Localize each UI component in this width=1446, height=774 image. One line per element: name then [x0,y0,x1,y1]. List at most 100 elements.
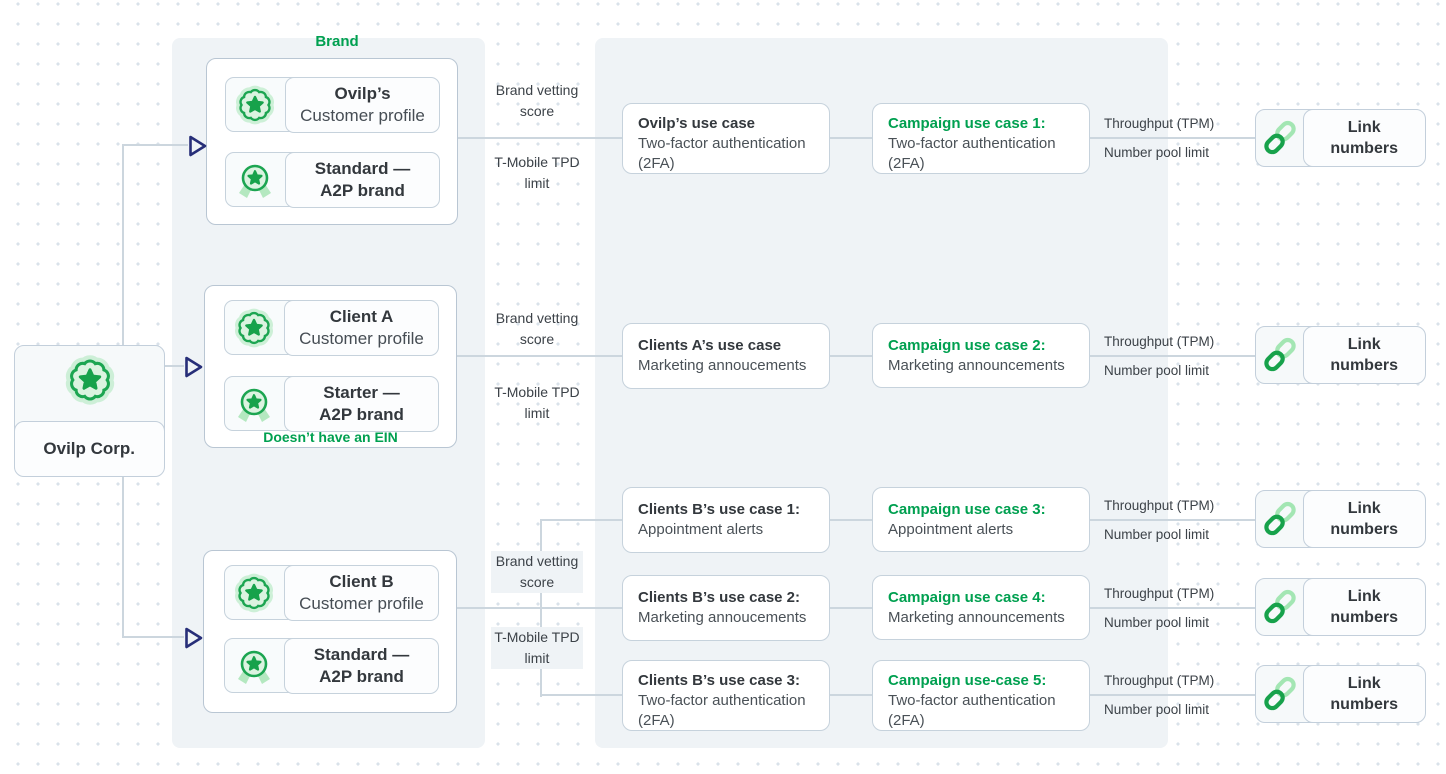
no-ein-note: Doesn’t have an EIN [263,429,398,445]
profile-type: Customer profile [299,594,424,613]
brand-tier: Starter — [323,383,400,402]
chain-link-icon [1260,674,1300,714]
medal-ribbon-icon [237,164,273,200]
usecase-body: Appointment alerts [638,521,764,538]
trunk-branch-middle [163,365,184,367]
edge-usecase-campaign [830,137,872,139]
throughput-label: Throughput (TPM) [1104,586,1215,601]
number-pool-label: Number pool limit [1104,363,1210,378]
link-numbers-label: Link numbers [1330,118,1398,157]
link-numbers-label-box: Link numbers [1302,108,1426,167]
campaign-body: Two-factor authentication (2FA) [888,135,1056,172]
campaign-title: Campaign use case 3: [888,501,1046,518]
edge-campaign-link [1090,137,1255,139]
edge-usecase-campaign [830,519,872,521]
link-numbers-node-3: Link numbers [1255,489,1426,548]
usecase-node-2: Clients A’s use case Marketing annouceme… [622,323,830,389]
medal-ribbon-icon [236,650,272,686]
usecase-title: Clients B’s use case 2: [638,589,801,606]
number-pool-label: Number pool limit [1104,615,1210,630]
profile-type: Customer profile [300,106,425,125]
arrow-triangle-icon [185,356,203,378]
campaign-body: Appointment alerts [888,521,1014,538]
throughput-label: Throughput (TPM) [1104,334,1215,349]
root-company-label-box: Ovilp Corp. [13,420,165,477]
customer-profile-card-client-a: Client A Customer profile [224,300,439,356]
chain-link-icon [1260,499,1300,539]
campaign-node-5: Campaign use-case 5: Two-factor authenti… [872,660,1090,731]
number-pool-label: Number pool limit [1104,145,1210,160]
edge-group3-branch-vertical [540,519,542,697]
campaign-title: Campaign use case 4: [888,589,1046,606]
a2p-brand-card-client-a: Starter — A2P brand [224,376,439,432]
link-numbers-label: Link numbers [1330,335,1398,374]
root-company-node: Ovilp Corp. [13,345,165,477]
campaign-body: Marketing announcements [888,357,1065,374]
brand-vetting-label: Brand vetting score [495,82,579,119]
campaign-body: Two-factor authentication (2FA) [888,692,1056,729]
badge-seal-icon [232,306,276,350]
usecase-body: Two-factor authentication (2FA) [638,135,806,172]
link-numbers-label-box: Link numbers [1302,325,1426,384]
link-numbers-label-box: Link numbers [1302,577,1426,636]
campaign-title: Campaign use-case 5: [888,672,1047,689]
chain-link-icon [1260,118,1300,158]
a2p-brand-card-client-b: Standard — A2P brand [224,638,439,694]
profile-name: Ovilp’s [334,84,391,103]
edge-group2-usecase [457,355,622,357]
tpd-limit-label: T-Mobile TPD limit [494,154,580,191]
link-numbers-node-4: Link numbers [1255,577,1426,636]
campaign-title: Campaign use case 2: [888,337,1046,354]
edge-campaign-link [1090,694,1255,696]
badge-seal-icon [62,352,118,408]
number-pool-label: Number pool limit [1104,702,1210,717]
customer-profile-text: Client A Customer profile [284,300,439,356]
campaign-body: Marketing announcements [888,609,1065,626]
customer-profile-text: Ovilp’s Customer profile [285,77,440,133]
edge-usecase-campaign [830,355,872,357]
brand-type: A2P brand [320,181,405,200]
usecase-body: Marketing annoucements [638,357,807,374]
profile-name: Client B [329,572,394,591]
throughput-label: Throughput (TPM) [1104,673,1215,688]
link-numbers-label: Link numbers [1330,587,1398,626]
medal-ribbon-icon [236,388,272,424]
tpd-limit-label: T-Mobile TPD limit [491,627,583,669]
trunk-branch-bottom [122,636,184,638]
brand-tier: Standard — [314,159,411,178]
link-numbers-label: Link numbers [1330,674,1398,713]
link-numbers-label-box: Link numbers [1302,664,1426,723]
usecase-title: Clients B’s use case 3: [638,672,801,689]
usecase-title: Clients A’s use case [638,337,782,354]
link-numbers-node-5: Link numbers [1255,664,1426,723]
edge-campaign-link [1090,519,1255,521]
edge-group3-usecase [457,607,622,609]
usecase-node-3: Clients B’s use case 1: Appointment aler… [622,487,830,553]
usecase-node-1: Ovilp’s use case Two-factor authenticati… [622,103,830,174]
a2p-brand-text: Standard — A2P brand [284,638,439,694]
link-numbers-label: Link numbers [1330,499,1398,538]
link-numbers-label-box: Link numbers [1302,489,1426,548]
brand-type: A2P brand [319,667,404,686]
trunk-branch-top [122,144,188,146]
badge-seal-icon [233,83,277,127]
brand-vetting-label: Brand vetting score [495,310,579,347]
edge-usecase-campaign [830,694,872,696]
brand-vetting-label: Brand vetting score [491,551,583,593]
a2p-brand-text: Starter — A2P brand [284,376,439,432]
customer-profile-text: Client B Customer profile [284,565,439,621]
root-company-label: Ovilp Corp. [43,438,136,458]
link-numbers-node-2: Link numbers [1255,325,1426,384]
campaign-node-3: Campaign use case 3: Appointment alerts [872,487,1090,552]
brand-type: A2P brand [319,405,404,424]
campaign-title: Campaign use case 1: [888,115,1046,132]
campaign-node-4: Campaign use case 4: Marketing announcem… [872,575,1090,640]
profile-type: Customer profile [299,329,424,348]
campaign-node-1: Campaign use case 1: Two-factor authenti… [872,103,1090,174]
usecase-node-5: Clients B’s use case 3: Two-factor authe… [622,660,830,731]
arrow-triangle-icon [189,135,207,157]
customer-profile-card-ovilp: Ovilp’s Customer profile [225,77,440,133]
edge-group3-branch-top [540,519,622,521]
brand-tier: Standard — [313,645,410,664]
